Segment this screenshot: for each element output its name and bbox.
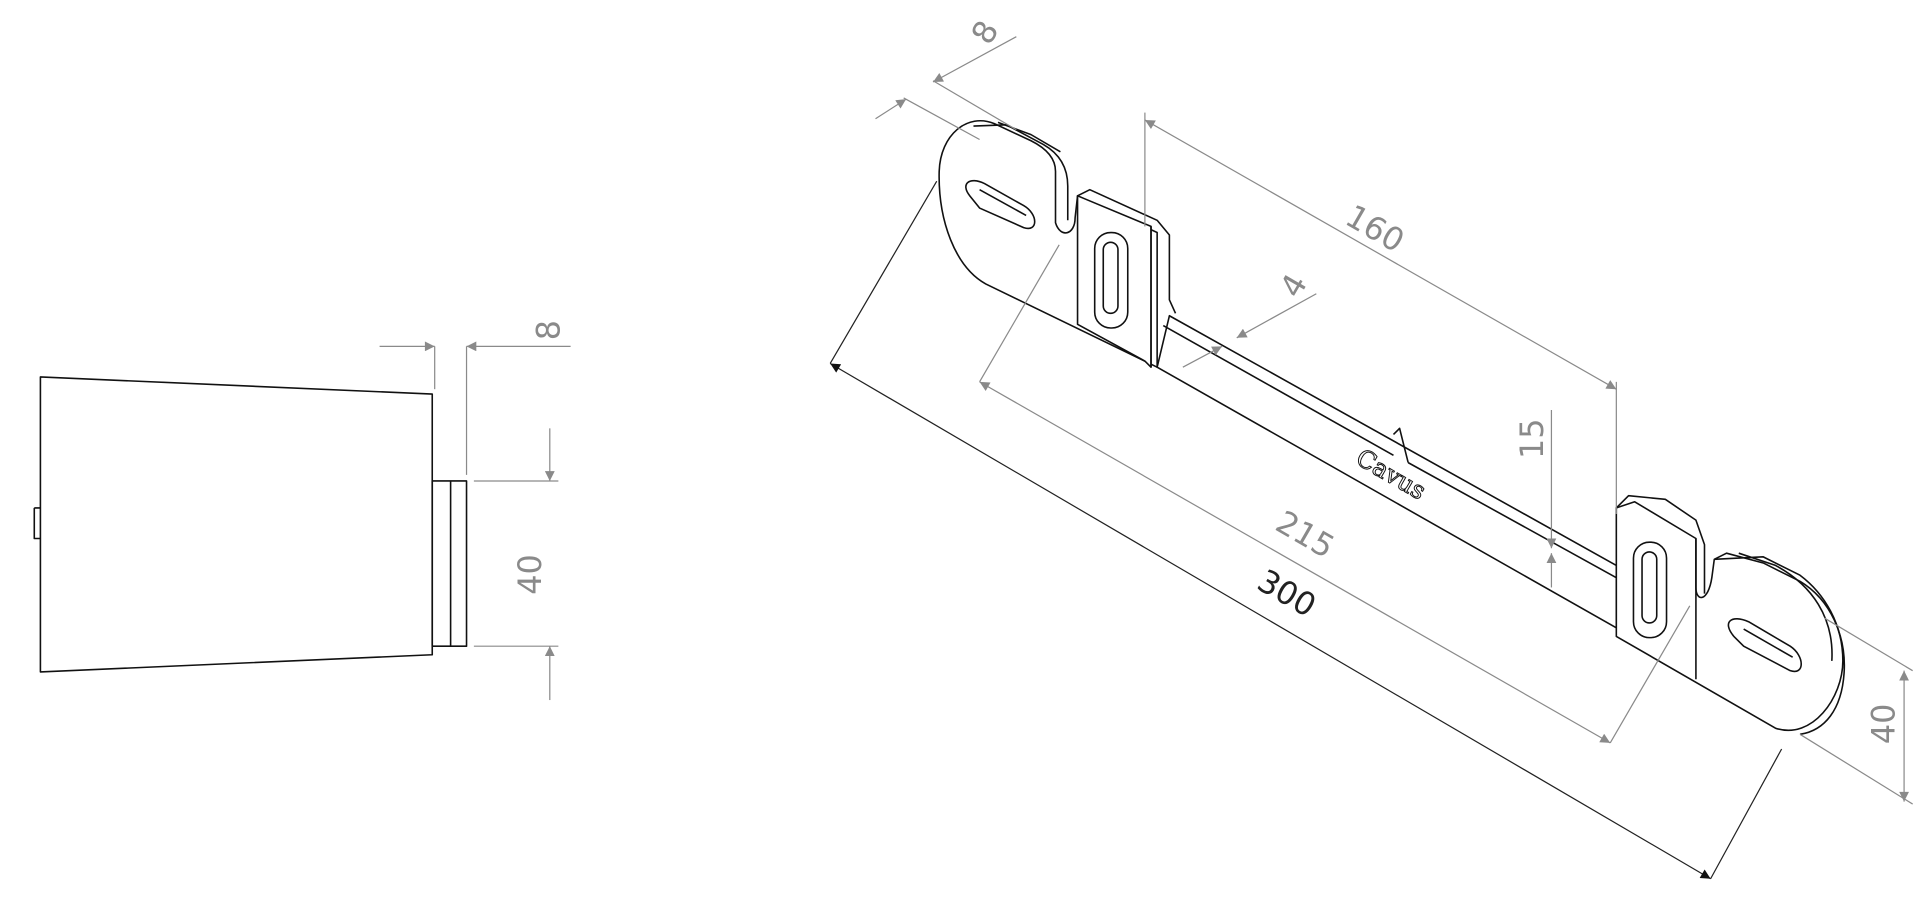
side-view-body [39,376,434,673]
left-mounting-plate [938,119,1177,368]
dimension-label: 40 [511,554,549,594]
dimension-side-height: 40 [473,428,559,701]
dimension-label: 40 [1864,704,1902,744]
side-view-tab [33,507,41,540]
side-view-plate [431,480,468,647]
dimension-label: 300 [1251,561,1323,624]
dimension-label: 215 [1269,503,1341,566]
isometric-view: Cavus 8 160 4 215 [829,14,1913,880]
dimension-label: 15 [1513,418,1551,458]
left-tab-slot [1093,231,1129,329]
left-plate-slot [965,179,1036,230]
right-plate-slot [1727,618,1803,673]
right-mounting-plate [1615,494,1846,736]
side-view: 8 40 [33,320,571,701]
dimension-strip-height: 15 [1513,409,1557,588]
dimension-width: 40 [1799,617,1913,805]
dimension-side-thickness: 8 [379,320,571,475]
dimension-label: 160 [1339,197,1411,260]
dimension-tab-thickness: 8 [875,14,1017,141]
dimension-label: 8 [530,320,568,340]
